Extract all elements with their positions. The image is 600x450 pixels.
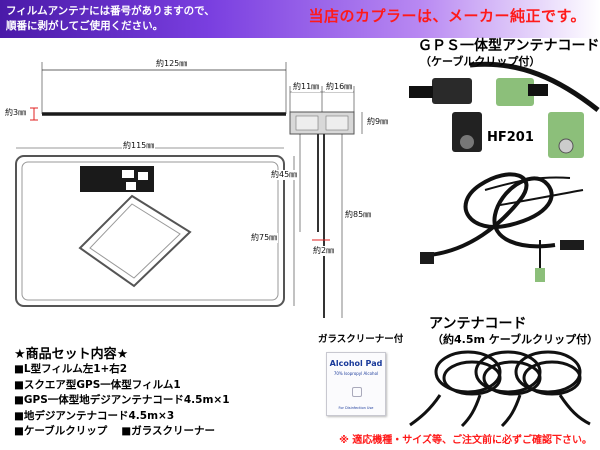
set-item: ■ケーブルクリップ [14, 425, 108, 437]
black-connector [432, 78, 472, 104]
banner-headline: 当店のカプラーは、メーカー純正です。 [308, 7, 586, 25]
pad-title: Alcohol Pad [329, 359, 383, 368]
top-banner: フィルムアンテナには番号がありますので、 順番に剥がしてご使用ください。 [0, 0, 600, 38]
hf201-connector-black [452, 112, 482, 152]
gps-cord-coil [429, 172, 556, 257]
antenna-cord-subtitle: （約4.5m ケーブルクリップ付） [432, 333, 599, 346]
dim-film-width: 約125㎜ [155, 59, 189, 69]
gps-cord-top [469, 61, 600, 112]
gps-cord-title: ＧＰＳ一体型アンテナコード [418, 38, 600, 54]
set-item: ■スクエア型GPS一体型フィルム1 [14, 378, 181, 391]
dim-amp-right: 約16㎜ [325, 82, 354, 92]
dim-lead-left: 約45㎜ [270, 170, 299, 180]
diamond-element [78, 194, 192, 288]
hf201-connector-green [548, 112, 584, 158]
pad-subtitle: 70% Isopropyl Alcohol [333, 371, 379, 376]
footnote: ※ 適応機種・サイズ等、ご注文前に必ずご確認下さい。 [339, 435, 592, 446]
set-item: ■GPS一体型地デジアンテナコード4.5m×1 [14, 394, 230, 406]
set-item: ■ガラスクリーナー [121, 425, 216, 437]
set-item: ■地デジアンテナコード4.5m×3 [14, 409, 175, 422]
dim-amp-left: 約11㎜ [292, 82, 321, 92]
antenna-cord-coils [409, 350, 591, 428]
green-connector [496, 78, 534, 106]
dim-square-height: 約75㎜ [250, 233, 279, 243]
set-item-last-row: ■ケーブルクリップ ■ガラスクリーナー [14, 424, 230, 440]
dim-square-width: 約115㎜ [122, 141, 156, 151]
glass-cleaner-label: ガラスクリーナー付 [318, 334, 404, 345]
set-contents-heading: ★商品セット内容★ [14, 347, 129, 362]
antenna-cord-title: アンテナコード [429, 316, 527, 332]
set-contents-list: ■L型フィルム左1+右2 ■スクエア型GPS一体型フィルム1 ■GPS一体型地デ… [14, 362, 230, 440]
dim-lead-right: 約85㎜ [344, 210, 373, 220]
dim-lead-gap: 約2㎜ [312, 246, 336, 256]
square-film-outline [15, 155, 285, 307]
gps-cord-subtitle: （ケーブルクリップ付） [420, 55, 541, 68]
set-item: ■L型フィルム左1+右2 [14, 363, 128, 375]
dim-amp-height: 約9㎜ [366, 117, 390, 127]
banner-note: フィルムアンテナには番号がありますので、 順番に剥がしてご使用ください。 [6, 5, 215, 32]
hf201-label: HF201 [487, 130, 534, 145]
pad-logo-icon [352, 387, 362, 397]
pad-footer: For Disinfection Use [338, 406, 374, 410]
dim-film-height: 約3㎜ [4, 108, 28, 118]
alcohol-pad: Alcohol Pad 70% Isopropyl Alcohol For Di… [326, 352, 386, 416]
